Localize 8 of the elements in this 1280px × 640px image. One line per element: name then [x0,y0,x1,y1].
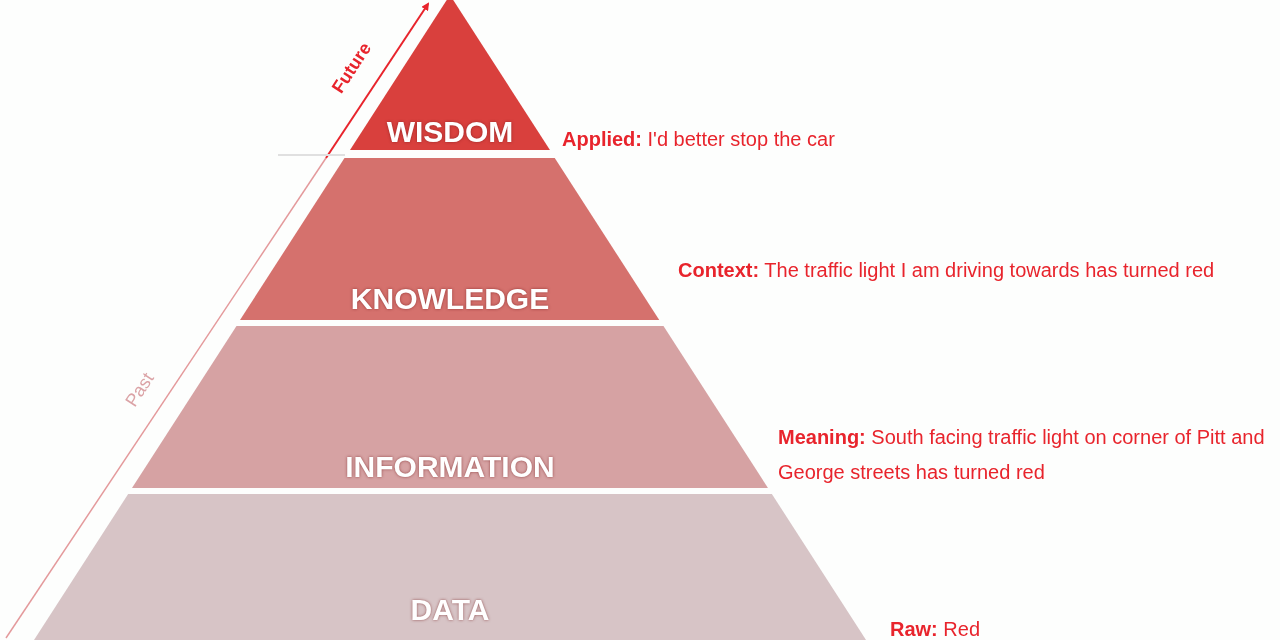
level-title: WISDOM [386,115,514,149]
level-description: Raw: Red [890,617,982,640]
level-title: DATA [410,593,490,627]
level-description: Context: The traffic light I am driving towards has turned red [678,258,1216,283]
level-description: Meaning: South facing traffic light on corner of Pitt and George streets has turned red [778,425,1266,485]
level-title: INFORMATION [345,450,555,484]
level-description: Applied: I'd better stop the car [562,127,836,152]
level-title: KNOWLEDGE [350,282,550,316]
